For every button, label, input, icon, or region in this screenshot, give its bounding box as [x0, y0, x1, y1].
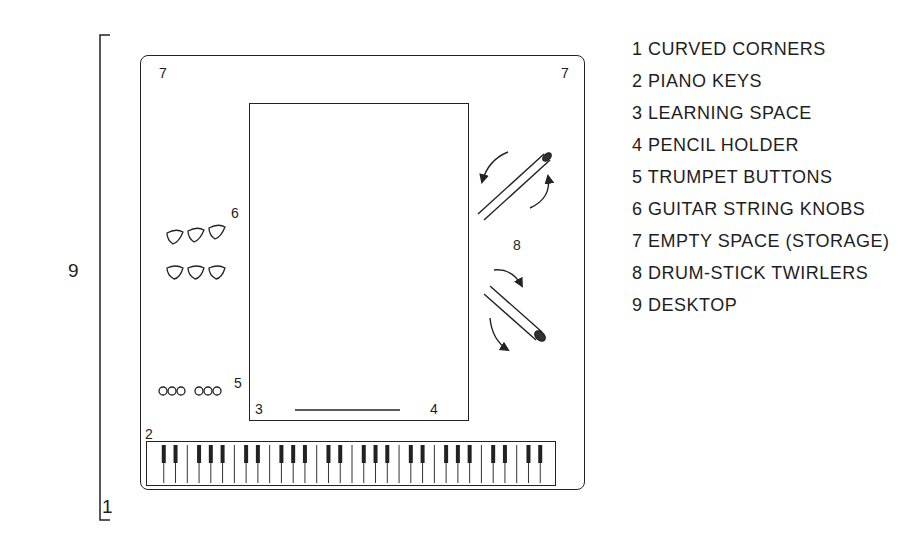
key-entry: 5 TRUMPET BUTTONS [632, 168, 833, 186]
key-entry: 7 EMPTY SPACE (STORAGE) [632, 232, 890, 250]
key-entry: 3 LEARNING SPACE [632, 104, 812, 122]
drum-stick-twirlers [478, 151, 553, 350]
callout-number: 5 [234, 376, 242, 390]
desktop-bracket [100, 35, 110, 520]
guitar-knobs [167, 225, 225, 279]
pencil-holder [295, 409, 400, 411]
callout-number: 1 [102, 497, 113, 516]
callout-number: 8 [513, 238, 521, 252]
learning-space-box: 34 [249, 103, 469, 421]
callout-number: 3 [255, 402, 263, 416]
key-entry: 1 CURVED CORNERS [632, 40, 826, 58]
key-entry: 8 DRUM-STICK TWIRLERS [632, 264, 868, 282]
callout-number: 7 [561, 66, 569, 80]
piano-keys-band: 2 [146, 441, 556, 486]
desktop-outline: 77658342 [140, 55, 585, 490]
key-entry: 9 DESKTOP [632, 296, 737, 314]
trumpet-buttons [159, 387, 221, 395]
callout-number: 9 [68, 261, 79, 280]
key-entry: 2 PIANO KEYS [632, 72, 762, 90]
callout-number: 7 [159, 66, 167, 80]
piano-keys [162, 445, 542, 483]
key-entry: 6 GUITAR STRING KNOBS [632, 200, 865, 218]
callout-number: 6 [231, 206, 239, 220]
callout-number: 4 [430, 402, 438, 416]
key-entry: 4 PENCIL HOLDER [632, 136, 799, 154]
callout-number: 2 [145, 427, 153, 441]
